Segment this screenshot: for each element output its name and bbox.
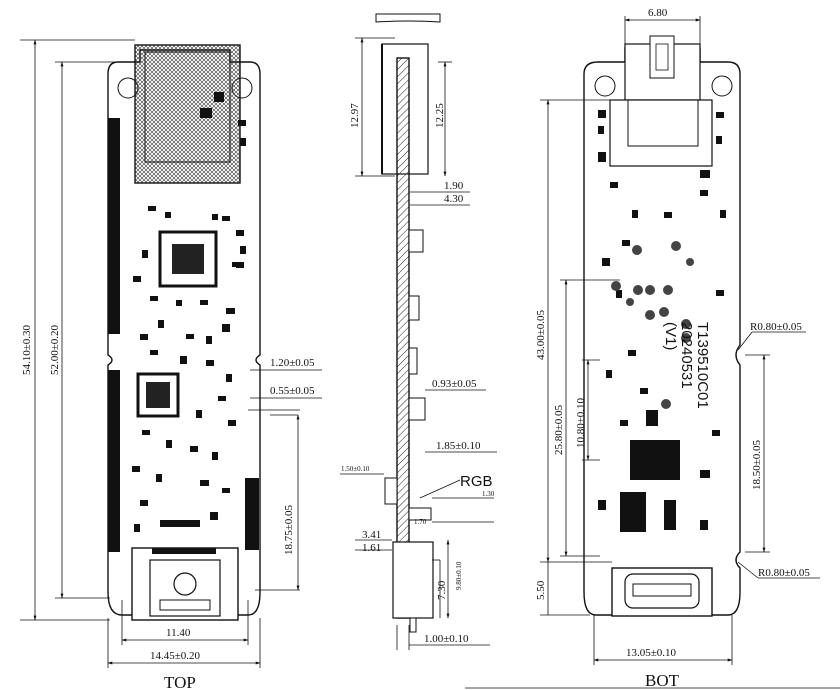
board-marking-line-3: (V1)	[662, 322, 679, 350]
bottom-view: T139510C01 20240531 (V1)	[465, 7, 840, 690]
view-caption-top: TOP	[164, 673, 196, 690]
edge-contacts-right	[245, 478, 259, 550]
dim-side-t2: 4.30	[444, 193, 464, 205]
dim-bottom-usb-a-width: 6.80	[648, 7, 668, 19]
dim-bottom-radius-top: R0.80±0.05	[750, 321, 802, 333]
board-marking-line-1: T139510C01	[694, 322, 711, 409]
dim-side-led-offset: 1.50±0.10	[341, 465, 370, 473]
dim-side-led-h: 1.70	[414, 518, 427, 526]
dim-bottom-len-43: 43.00±0.05	[535, 309, 547, 360]
mcu-chip-core	[172, 244, 204, 274]
bottom-card-slot	[609, 99, 713, 167]
usb-c-shell	[149, 559, 221, 617]
dim-total-length: 54.10±0.30	[21, 324, 33, 375]
dim-notch-height: 18.75±0.05	[283, 504, 295, 555]
dim-side-conn-b: 1.61	[362, 542, 381, 554]
dim-side-bottom: 1.00±0.10	[424, 633, 469, 645]
bottom-components	[598, 110, 726, 532]
dim-side-t4: 1.85±0.10	[436, 440, 481, 452]
dim-bottom-board-width: 13.05±0.10	[626, 647, 677, 659]
card-slot-inner	[144, 51, 231, 163]
mount-hole	[711, 75, 733, 97]
top-view: 54.10±0.30 52.00±0.20 1.20±0.05 0.55±0.0…	[20, 39, 322, 690]
edge-contacts-upper	[108, 118, 120, 334]
dim-bottom-radius-bottom: R0.80±0.05	[758, 567, 810, 579]
dim-bottom-len-1080: 10.80±0.10	[575, 397, 587, 448]
dim-side-conn-a: 3.41	[362, 529, 381, 541]
dim-side-h1: 12.97	[349, 103, 361, 128]
dim-bottom-len-2580: 25.80±0.05	[553, 404, 565, 455]
edge-contacts-lower	[108, 370, 120, 552]
side-usb-body	[392, 541, 434, 619]
usb-c-tongue	[159, 599, 211, 611]
dim-board-width: 14.45±0.20	[150, 650, 201, 662]
board-marking-line-2: 20240531	[678, 322, 695, 389]
dim-usb-width: 11.40	[166, 627, 191, 639]
top-board-outline	[107, 49, 261, 616]
label-rgb: RGB	[460, 473, 493, 490]
mount-hole	[594, 75, 616, 97]
dim-side-led-w: 1.30	[482, 490, 495, 498]
dim-edge-b: 0.55±0.05	[270, 385, 315, 397]
side-pcb-edge	[396, 57, 410, 619]
top-components	[132, 92, 246, 532]
side-card-cap	[375, 13, 441, 23]
side-view: 12.97 12.25 1.90 4.30 0.93±0.05 1.85±0.1…	[340, 13, 497, 650]
dim-side-conn-c: 9.80±0.10	[455, 561, 463, 590]
view-caption-bottom: BOT	[645, 671, 680, 690]
dim-side-conn-d: 7.30	[436, 580, 448, 600]
dim-bottom-len-1850: 18.50±0.05	[751, 439, 763, 490]
dim-inner-length: 52.00±0.20	[49, 324, 61, 375]
dim-side-t3: 0.93±0.05	[432, 378, 477, 390]
dim-side-t1: 1.90	[444, 180, 464, 192]
dim-edge-a: 1.20±0.05	[270, 357, 315, 369]
dim-side-h2: 12.25	[434, 103, 446, 128]
usb-c-pad	[173, 572, 197, 596]
card-slot-shield	[134, 44, 241, 184]
flash-chip-core	[146, 382, 170, 408]
dim-bottom-offset: 5.50	[535, 580, 547, 600]
